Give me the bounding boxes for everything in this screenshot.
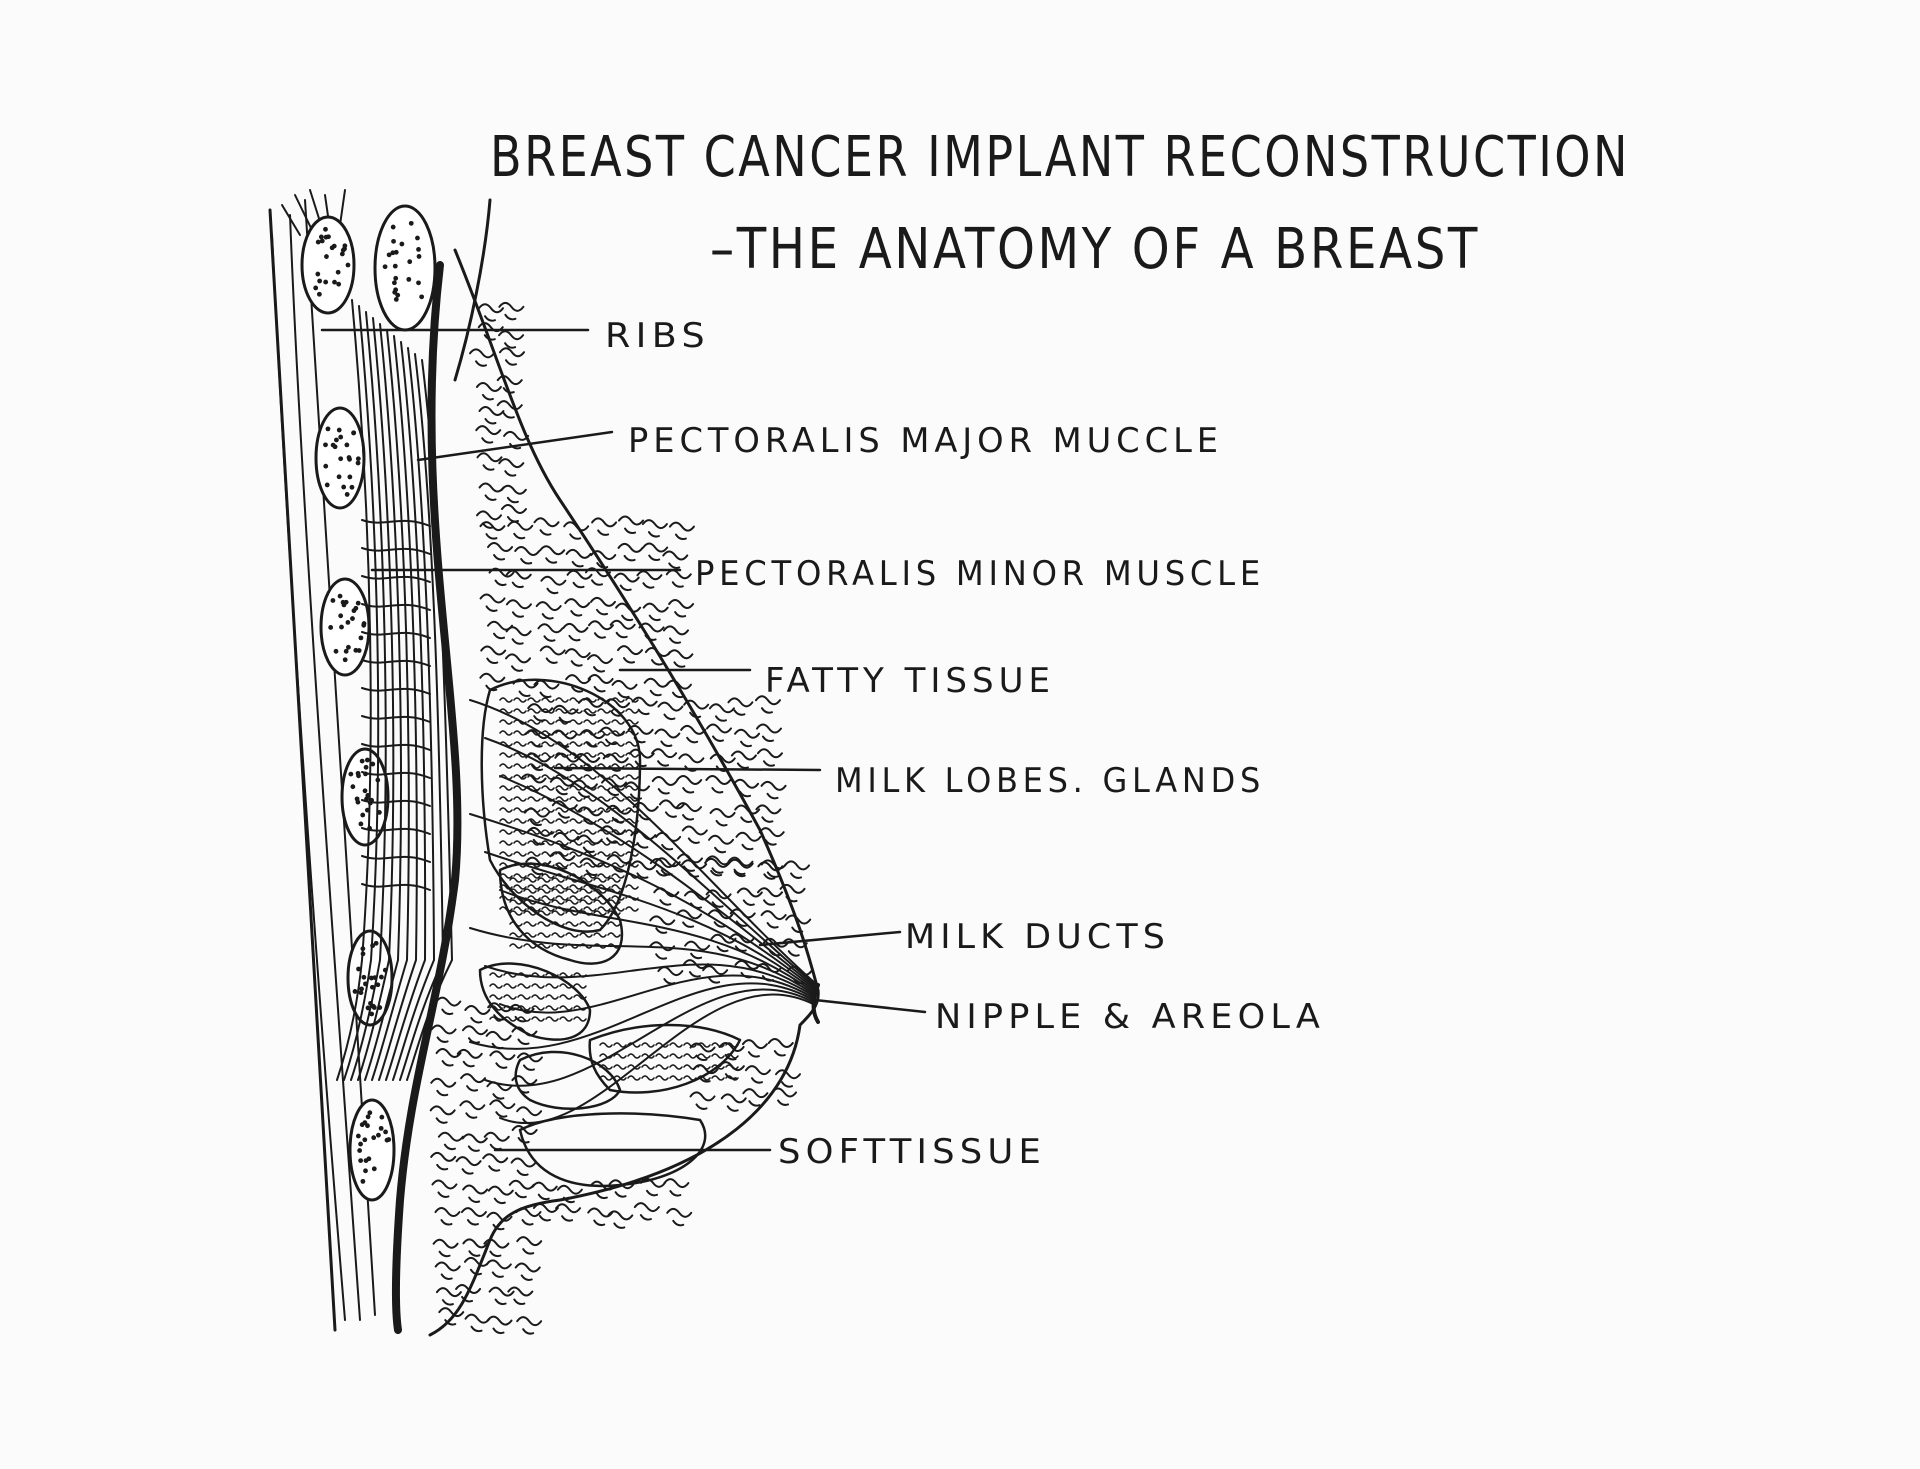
label-milk-ducts: Milk Ducts [905, 917, 1170, 957]
breast-outline [428, 248, 820, 1337]
label-pectoralis-minor: Pectoralis Minor Muscle [695, 554, 1265, 594]
leader-lines [320, 328, 927, 1152]
leader-pectoralis-major [416, 430, 614, 462]
label-nipple-areola: Nipple & Areola [935, 997, 1325, 1037]
label-ribs: Ribs [605, 316, 710, 356]
rib [348, 1098, 396, 1202]
fascia-line [391, 198, 492, 1334]
leader-milk-ducts [758, 930, 902, 947]
label-milk-lobes: Milk Lobes. Glands [835, 761, 1265, 801]
label-fatty-tissue: Fatty Tissue [765, 661, 1055, 701]
leader-milk-lobes [553, 766, 822, 772]
rib [300, 215, 356, 315]
soft-tissue-region [518, 1112, 707, 1188]
rib [314, 406, 366, 510]
leader-nipple-areola [813, 998, 927, 1014]
title-line-2: –The Anatomy of A Breast [710, 217, 1480, 282]
milk-ducts [469, 699, 816, 1125]
label-soft-tissue: SoftTissue [778, 1132, 1046, 1172]
label-pectoralis-major: Pectoralis Major Muccle [628, 421, 1223, 461]
title-line-1: Breast Cancer Implant Reconstruction [490, 125, 1630, 190]
labels: Ribs Pectoralis Major Muccle Pectoralis … [605, 316, 1325, 1172]
pectoralis-muscle [336, 299, 453, 1081]
rib [373, 204, 437, 332]
milk-lobes-texture [489, 697, 739, 1081]
